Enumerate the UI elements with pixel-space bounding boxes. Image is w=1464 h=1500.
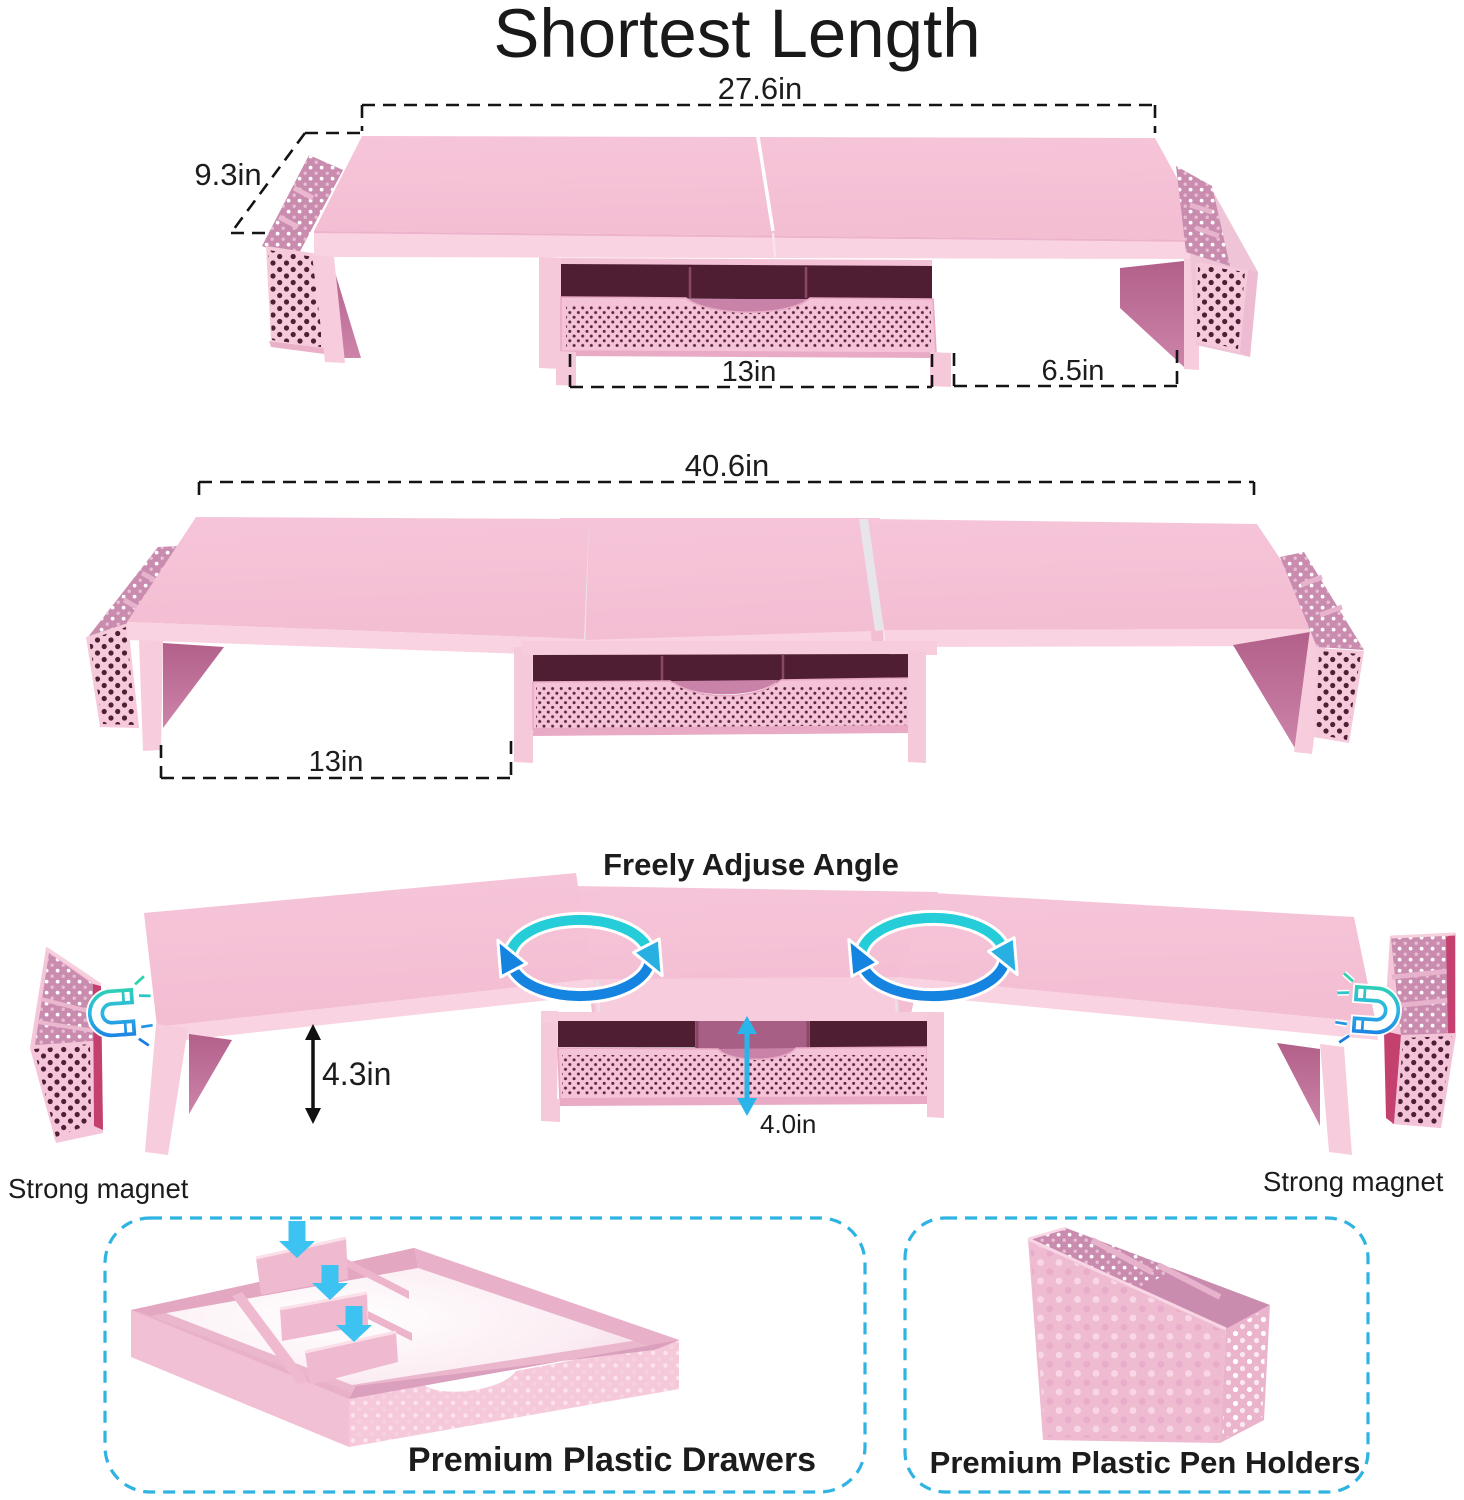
svg-text:Strong magnet: Strong magnet bbox=[8, 1173, 189, 1204]
svg-text:9.3in: 9.3in bbox=[194, 157, 261, 192]
svg-text:4.0in: 4.0in bbox=[760, 1109, 816, 1139]
svg-text:Freely Adjuse Angle: Freely Adjuse Angle bbox=[603, 847, 899, 882]
svg-text:Premium Plastic Drawers: Premium Plastic Drawers bbox=[408, 1441, 816, 1479]
svg-text:Shortest Length: Shortest Length bbox=[493, 0, 980, 72]
svg-text:4.3in: 4.3in bbox=[322, 1056, 391, 1092]
svg-text:27.6in: 27.6in bbox=[718, 71, 802, 106]
svg-text:40.6in: 40.6in bbox=[685, 448, 769, 483]
svg-text:Premium Plastic Pen Holders: Premium Plastic Pen Holders bbox=[930, 1445, 1361, 1480]
svg-text:13in: 13in bbox=[722, 356, 777, 388]
svg-text:Strong magnet: Strong magnet bbox=[1263, 1166, 1444, 1197]
svg-text:13in: 13in bbox=[309, 746, 364, 778]
svg-text:6.5in: 6.5in bbox=[1042, 355, 1105, 387]
